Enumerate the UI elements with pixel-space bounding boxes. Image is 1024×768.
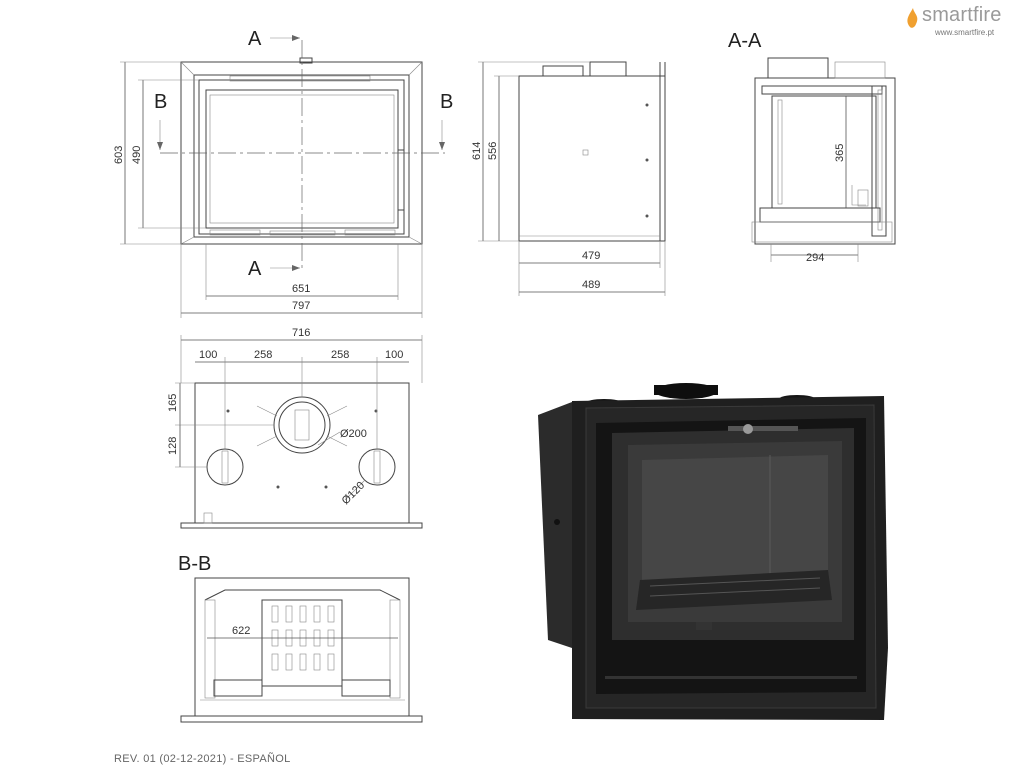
- top-dia-side: Ø120: [340, 480, 368, 508]
- section-aa-height: 365: [834, 144, 846, 162]
- section-b-b: B-B 622: [178, 553, 423, 723]
- top-total-width: 716: [292, 327, 310, 339]
- brand-logo: smartfire www.smartfire.pt: [905, 4, 1020, 44]
- brand-url: www.smartfire.pt: [935, 28, 995, 37]
- section-a-a: A-A 365 294: [728, 30, 896, 264]
- side-depth-inner: 479: [582, 250, 600, 262]
- top-segment-2: 258: [254, 349, 272, 361]
- top-segment-3: 258: [331, 349, 349, 361]
- top-offset-main: 165: [167, 394, 179, 412]
- front-height-inner: 490: [131, 146, 143, 164]
- section-title-a-a: A-A: [728, 30, 762, 52]
- top-dia-main: Ø200: [340, 428, 367, 440]
- side-depth-outer: 489: [582, 279, 600, 291]
- section-title-b-b: B-B: [178, 553, 211, 575]
- section-mark-a-top: A: [248, 28, 262, 50]
- front-height-outer: 603: [113, 146, 125, 164]
- section-mark-b-right: B: [440, 91, 453, 113]
- top-offset-side: 128: [167, 437, 179, 455]
- front-width-outer: 797: [292, 300, 310, 312]
- side-height-outer: 614: [471, 142, 483, 160]
- front-view: A A B B 603 490 651 797: [113, 28, 453, 318]
- section-mark-a-bottom: A: [248, 258, 262, 280]
- brand-name: smartfire: [922, 4, 1002, 26]
- top-segment-4: 100: [385, 349, 403, 361]
- side-view: 614 556 479 489: [471, 61, 666, 296]
- top-view: 716 100 258 258 100 165 128 Ø200 Ø120: [167, 327, 423, 529]
- front-width-inner: 651: [292, 283, 310, 295]
- revision-footer: REV. 01 (02-12-2021) - ESPAÑOL: [114, 753, 291, 765]
- section-aa-depth: 294: [806, 252, 824, 264]
- brand-flame-icon: [907, 8, 918, 28]
- top-segment-1: 100: [199, 349, 217, 361]
- side-height-inner: 556: [487, 142, 499, 160]
- section-mark-b-left: B: [154, 91, 167, 113]
- section-bb-width: 622: [232, 625, 250, 637]
- fireplace-render: [538, 383, 888, 720]
